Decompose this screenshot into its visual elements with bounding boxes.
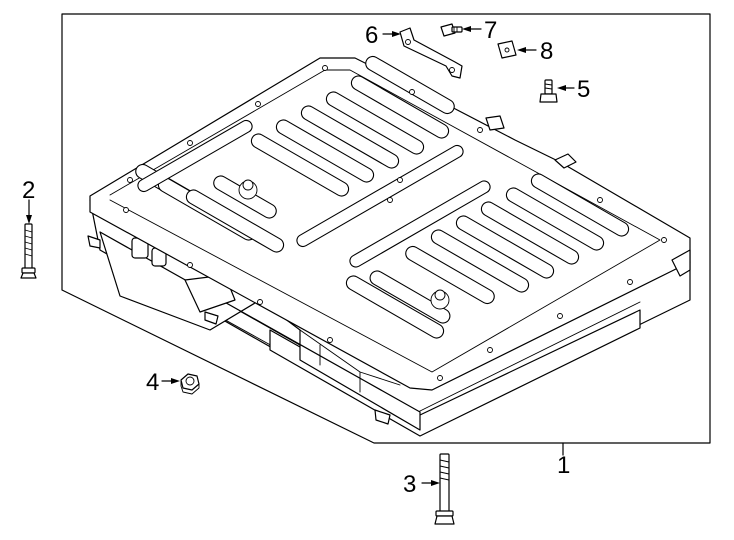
clip-part-8 [497, 40, 517, 59]
rib [430, 229, 530, 293]
center-rib [296, 144, 464, 248]
rib [349, 180, 491, 268]
side-panel-detail [299, 329, 401, 393]
callout-2: 2 [22, 177, 35, 204]
bolt-part-5 [539, 79, 558, 103]
cover-stud-left [238, 179, 258, 200]
rib [480, 201, 580, 265]
rib [185, 189, 285, 253]
battery-tray-assembly [87, 55, 691, 437]
callout-1: 1 [557, 452, 570, 479]
rib [300, 105, 400, 169]
rib [455, 215, 555, 279]
nut-part-4 [180, 373, 200, 395]
rib [365, 55, 455, 115]
perimeter-holes [123, 65, 667, 381]
rib [275, 119, 375, 183]
assembly-boundary-frame [61, 13, 711, 444]
callout-4: 4 [146, 369, 159, 396]
tray-top-plate [89, 57, 691, 391]
leader-lines [26, 26, 575, 486]
bracket-part-6 [399, 27, 463, 79]
cover-stud-right [430, 289, 450, 310]
callout-7: 7 [484, 17, 497, 44]
tray-top-plate-inner-edge [109, 69, 661, 373]
rib [530, 173, 630, 237]
callout-5: 5 [577, 76, 590, 103]
callout-8: 8 [540, 38, 553, 65]
left-cover-ribs [135, 55, 455, 253]
right-cover-ribs [345, 173, 630, 339]
rib [505, 187, 605, 251]
rib [137, 119, 253, 193]
rib [369, 270, 451, 324]
rib [250, 133, 350, 197]
callout-3: 3 [403, 471, 416, 498]
bolt-part-2 [20, 223, 37, 279]
rib [345, 275, 445, 339]
callout-6: 6 [365, 22, 378, 49]
screw-part-7 [440, 23, 463, 37]
rib [405, 245, 495, 305]
bolt-part-3 [434, 453, 455, 525]
rib [350, 75, 450, 139]
mount-tabs [87, 115, 691, 425]
rib [325, 91, 425, 155]
